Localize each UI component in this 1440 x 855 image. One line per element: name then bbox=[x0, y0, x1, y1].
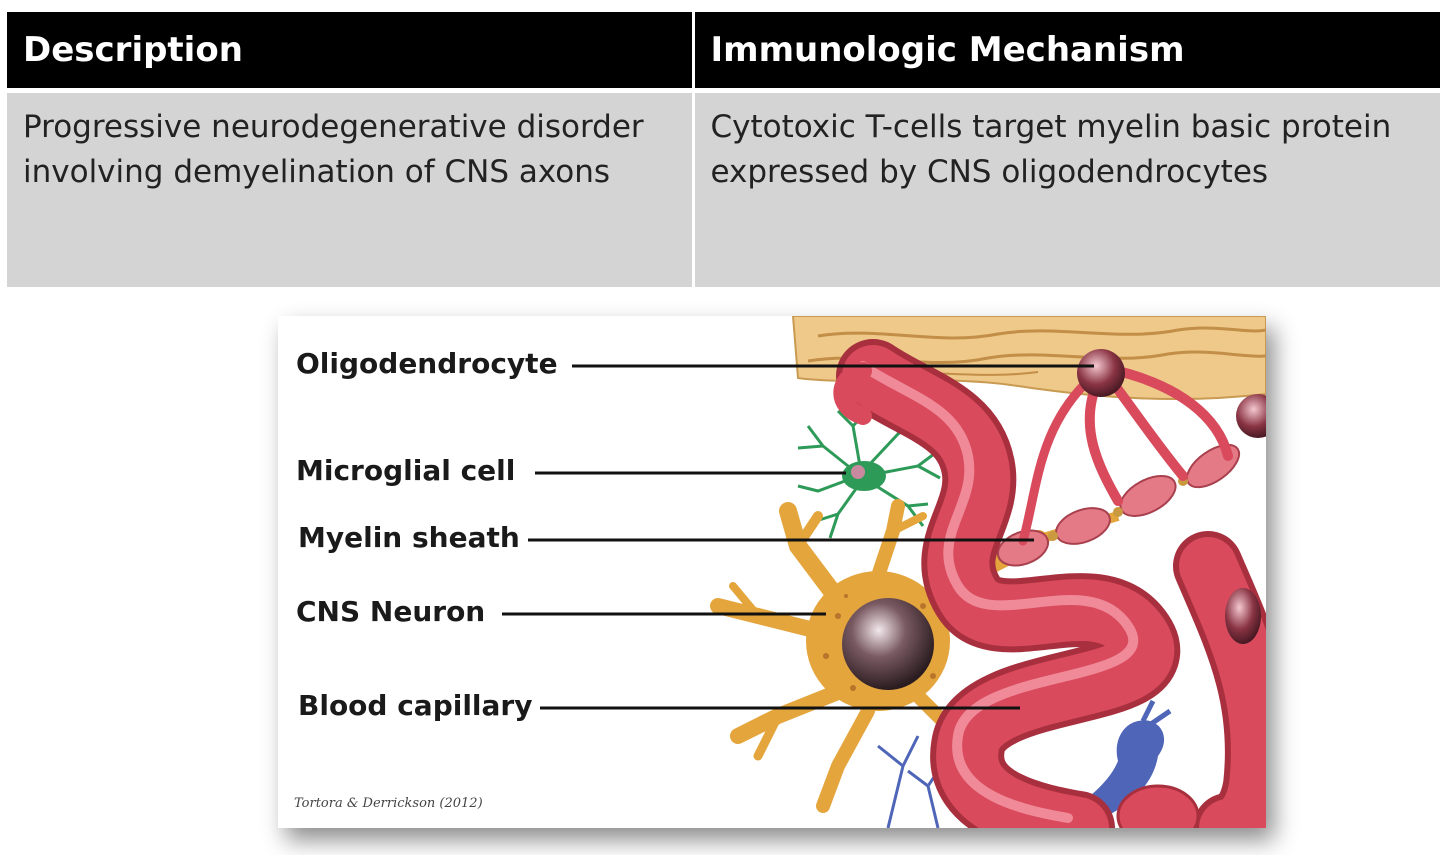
header-immunologic-mechanism: Immunologic Mechanism bbox=[691, 12, 1440, 91]
illustration-art bbox=[502, 316, 1266, 828]
label-myelin-sheath: Myelin sheath bbox=[298, 521, 520, 554]
nerve-fibers bbox=[877, 735, 950, 828]
label-blood-capillary: Blood capillary bbox=[298, 689, 533, 722]
cell-description: Progressive neurodegenerative disorder i… bbox=[7, 88, 693, 287]
table-header-row: Description Immunologic Mechanism bbox=[7, 12, 1440, 91]
info-table: Description Immunologic Mechanism Progre… bbox=[7, 12, 1440, 287]
cns-cells-illustration: Oligodendrocyte Microglial cell Myelin s… bbox=[278, 316, 1266, 828]
label-cns-neuron: CNS Neuron bbox=[296, 595, 486, 628]
table-row: Progressive neurodegenerative disorder i… bbox=[7, 88, 1440, 287]
astrocyte-art bbox=[1048, 720, 1165, 828]
cell-mechanism: Cytotoxic T-cells target myelin basic pr… bbox=[691, 88, 1440, 287]
myelin-sheath-art bbox=[996, 443, 1241, 567]
oligodendrocyte-art bbox=[1077, 349, 1125, 397]
header-description: Description bbox=[7, 12, 693, 91]
label-oligodendrocyte: Oligodendrocyte bbox=[296, 347, 558, 380]
leader-lines bbox=[502, 364, 1094, 710]
label-microglial-cell: Microglial cell bbox=[296, 454, 516, 487]
figure-credit: Tortora & Derrickson (2012) bbox=[294, 796, 483, 811]
